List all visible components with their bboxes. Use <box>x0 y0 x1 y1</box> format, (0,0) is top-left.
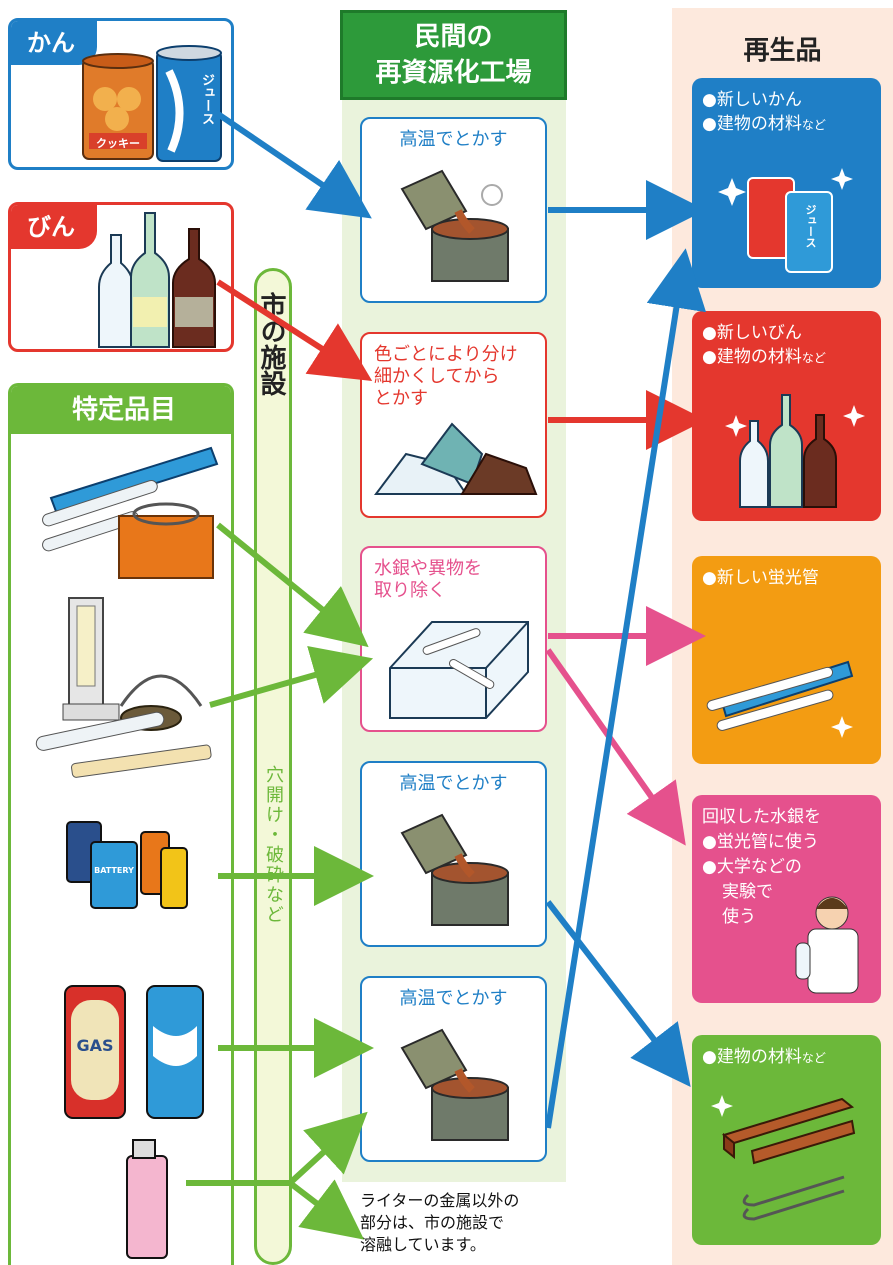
building-materials-illustration <box>711 1095 856 1221</box>
thermometer-icon <box>35 711 212 778</box>
blood-pressure-meter-icon <box>62 597 203 731</box>
result-mercury-line4: 実験で <box>722 882 773 902</box>
juice-can-icon <box>156 45 222 162</box>
result-bottles-line2: ●建物の材料 <box>702 347 802 367</box>
battery-icon <box>66 821 188 909</box>
lighter-footnote: ライターの金属以外の 部分は、市の施設で 溶融しています。 <box>360 1190 580 1256</box>
result-recovered-mercury: 回収した水銀を ●蛍光管に使う ●大学などの 実験で 使う <box>692 795 881 1003</box>
process-mercury-line2: 取り除く <box>374 580 446 601</box>
tube-crushing-illustration <box>389 621 529 719</box>
new-tubes-illustration <box>706 660 854 738</box>
source-specific-items: 特定品目 <box>8 383 234 1265</box>
result-mercury-line5: 使う <box>722 907 756 927</box>
new-bottles-illustration <box>725 394 865 508</box>
result-mercury-line3: ●大学などの <box>702 857 802 877</box>
process-bottles-line3: とかす <box>374 388 428 409</box>
juice-label: ジュース <box>199 73 214 125</box>
furnace-illustration <box>400 169 509 282</box>
result-building-line1: ●建物の材料 <box>702 1047 802 1067</box>
private-plant-title-line2: 再資源化工場 <box>375 58 532 88</box>
source-cans-title: かん <box>11 21 97 65</box>
result-cans-line1: ●新しいかん <box>702 90 802 110</box>
footnote-line2: 部分は、市の施設で <box>360 1213 505 1232</box>
clear-bottle-icon <box>98 234 134 348</box>
footnote-line1: ライターの金属以外の <box>360 1191 520 1210</box>
result-new-tubes: ●新しい蛍光管 <box>692 556 881 764</box>
process-mercury-line1: 水銀や異物を <box>374 558 482 579</box>
new-cans-illustration <box>718 168 853 273</box>
spray-can-icons <box>64 985 204 1119</box>
battery-label: BATTERY <box>94 866 134 875</box>
cookie-label: クッキー <box>96 137 140 150</box>
process-card-bottles: 色ごとにより分け 細かくしてから とかす <box>360 332 547 518</box>
specific-items-illustrations <box>35 446 219 1259</box>
cookie-can-icon <box>82 53 154 160</box>
result-new-cans: ●新しいかん ●建物の材料など ジュース <box>692 78 881 288</box>
result-bottles-line1: ●新しいびん <box>702 323 802 343</box>
private-plant-title-line1: 民間の <box>414 22 493 52</box>
process-card-sprays: 高温でとかす <box>360 976 547 1162</box>
source-specific-items-title: 特定品目 <box>11 386 231 434</box>
scientist-illustration <box>795 896 859 994</box>
process-label-melt: 高温でとかす <box>399 129 508 150</box>
city-facility-title: 市の施設 <box>256 292 286 396</box>
result-building-materials: ●建物の材料など <box>692 1035 881 1245</box>
process-label-mercury: 水銀や異物を 取り除く <box>374 558 545 602</box>
arrow-cans-to-plant <box>213 109 372 219</box>
arrow-batteries-to-building <box>545 900 691 1088</box>
process-label-bottles: 色ごとにより分け 細かくしてから とかす <box>374 344 545 410</box>
process-label-melt-2: 高温でとかす <box>399 773 508 794</box>
city-facility-note: 穴開け・破砕など <box>263 765 284 925</box>
source-bottles-title: びん <box>11 205 97 249</box>
private-plant-header: 民間の 再資源化工場 <box>340 10 567 100</box>
furnace-illustration-2 <box>400 813 509 926</box>
footnote-line3: 溶融しています。 <box>360 1235 486 1254</box>
can-illustration <box>82 45 222 162</box>
arrow-mercury-to-recovered <box>545 648 686 846</box>
result-cans-line2: ●建物の材料 <box>702 114 802 134</box>
process-label-melt-3: 高温でとかす <box>399 988 508 1009</box>
result-juice-label: ジュース <box>804 204 817 248</box>
result-new-bottles: ●新しいびん ●建物の材料など <box>692 311 881 521</box>
process-card-cans: 高温でとかす <box>360 117 547 303</box>
recycled-header: 再生品 <box>743 36 822 66</box>
furnace-illustration-3 <box>400 1028 509 1141</box>
fluorescent-tube-icon <box>42 446 219 579</box>
source-cans: かん クッキー ジュース <box>8 18 234 170</box>
bottles-illustration <box>98 212 216 348</box>
result-tubes-line1: ●新しい蛍光管 <box>702 568 819 588</box>
result-mercury-line2: ●蛍光管に使う <box>702 832 819 852</box>
city-facility-bar <box>254 268 292 1265</box>
arrow-sprays-to-new-cans <box>545 248 707 1129</box>
lighter-icon <box>126 1139 168 1259</box>
result-cans-suffix: など <box>801 118 826 132</box>
brown-bottle-icon <box>172 228 216 348</box>
result-building-suffix: など <box>801 1051 826 1065</box>
result-mercury-line1: 回収した水銀を <box>702 807 821 827</box>
result-bottles-suffix: など <box>801 351 826 365</box>
process-bottles-line1: 色ごとにより分け <box>374 344 518 365</box>
arrow-lighter-to-footnote <box>288 1179 365 1240</box>
process-card-batteries: 高温でとかす <box>360 761 547 947</box>
green-bottle-icon <box>130 212 170 348</box>
gas-label: GAS <box>76 1036 114 1055</box>
process-bottles-line2: 細かくしてから <box>374 366 500 387</box>
process-card-mercury: 水銀や異物を 取り除く <box>360 546 547 732</box>
source-bottles: びん <box>8 202 234 352</box>
crushed-glass-illustration <box>374 422 538 495</box>
